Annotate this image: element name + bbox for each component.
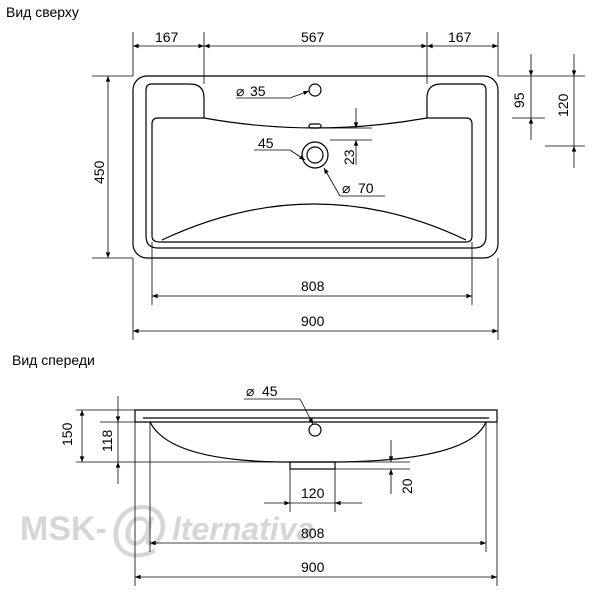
dim-23: 23 — [341, 149, 357, 165]
tap-hole-label: ⌀ 35 — [236, 83, 310, 99]
left-deck — [152, 83, 205, 118]
watermark: MSK- @ lternativa — [20, 494, 314, 561]
bowl-profile — [149, 421, 487, 463]
drain-outer-circle — [301, 141, 329, 169]
watermark-left: MSK- — [20, 510, 107, 548]
left-deck-corner — [145, 83, 153, 91]
top-view-title: Вид сверху — [6, 4, 79, 20]
overflow-slot — [308, 123, 322, 129]
diameter-icon: ⌀ — [236, 83, 244, 99]
dim-167-right: 167 — [448, 29, 472, 45]
dim-95: 95 — [511, 92, 527, 108]
dim-150: 150 — [59, 422, 75, 446]
tap-hole-diameter: 35 — [250, 83, 266, 99]
basin-inner — [151, 117, 473, 243]
front-view: 150 118 ⌀ 45 20 120 808 — [59, 383, 498, 586]
dim-120-front: 120 — [301, 485, 325, 501]
basin-bottom-arc — [161, 203, 467, 241]
drain-diameter-label: ⌀ 70 — [323, 167, 385, 197]
dim-118: 118 — [99, 429, 115, 452]
dim-450: 450 — [91, 160, 107, 184]
tap-hole-circle — [308, 83, 322, 97]
front-hole-diameter: 45 — [262, 383, 278, 399]
watermark-right: lternativa — [172, 511, 314, 547]
dim-567: 567 — [301, 29, 325, 45]
drain-inner-circle — [306, 146, 324, 164]
top-view: 167 567 167 450 95 120 23 ⌀ 35 — [91, 29, 585, 340]
dim-808-top: 808 — [301, 278, 325, 294]
drain-diameter-value: 70 — [358, 180, 374, 196]
rim-outline — [134, 409, 498, 423]
dim-808-front: 808 — [301, 525, 325, 541]
front-hole-label: ⌀ 45 — [244, 383, 314, 425]
front-hole-circle — [308, 423, 322, 437]
drain-offset-value: 45 — [258, 135, 274, 151]
sink-outline-top — [132, 75, 499, 259]
front-view-title: Вид спереди — [12, 352, 95, 368]
basin-outer — [145, 90, 487, 249]
dim-20: 20 — [399, 478, 415, 494]
dim-900-top: 900 — [301, 313, 325, 329]
diameter-icon: ⌀ — [246, 383, 254, 399]
dim-900-front: 900 — [301, 559, 325, 575]
drain-pipe — [289, 461, 336, 470]
watermark-at: @ — [110, 494, 169, 561]
diameter-icon: ⌀ — [342, 180, 350, 196]
dim-120: 120 — [555, 93, 571, 117]
right-deck — [426, 83, 487, 118]
drain-offset-label: 45 — [254, 135, 306, 161]
dim-167-left: 167 — [155, 29, 179, 45]
